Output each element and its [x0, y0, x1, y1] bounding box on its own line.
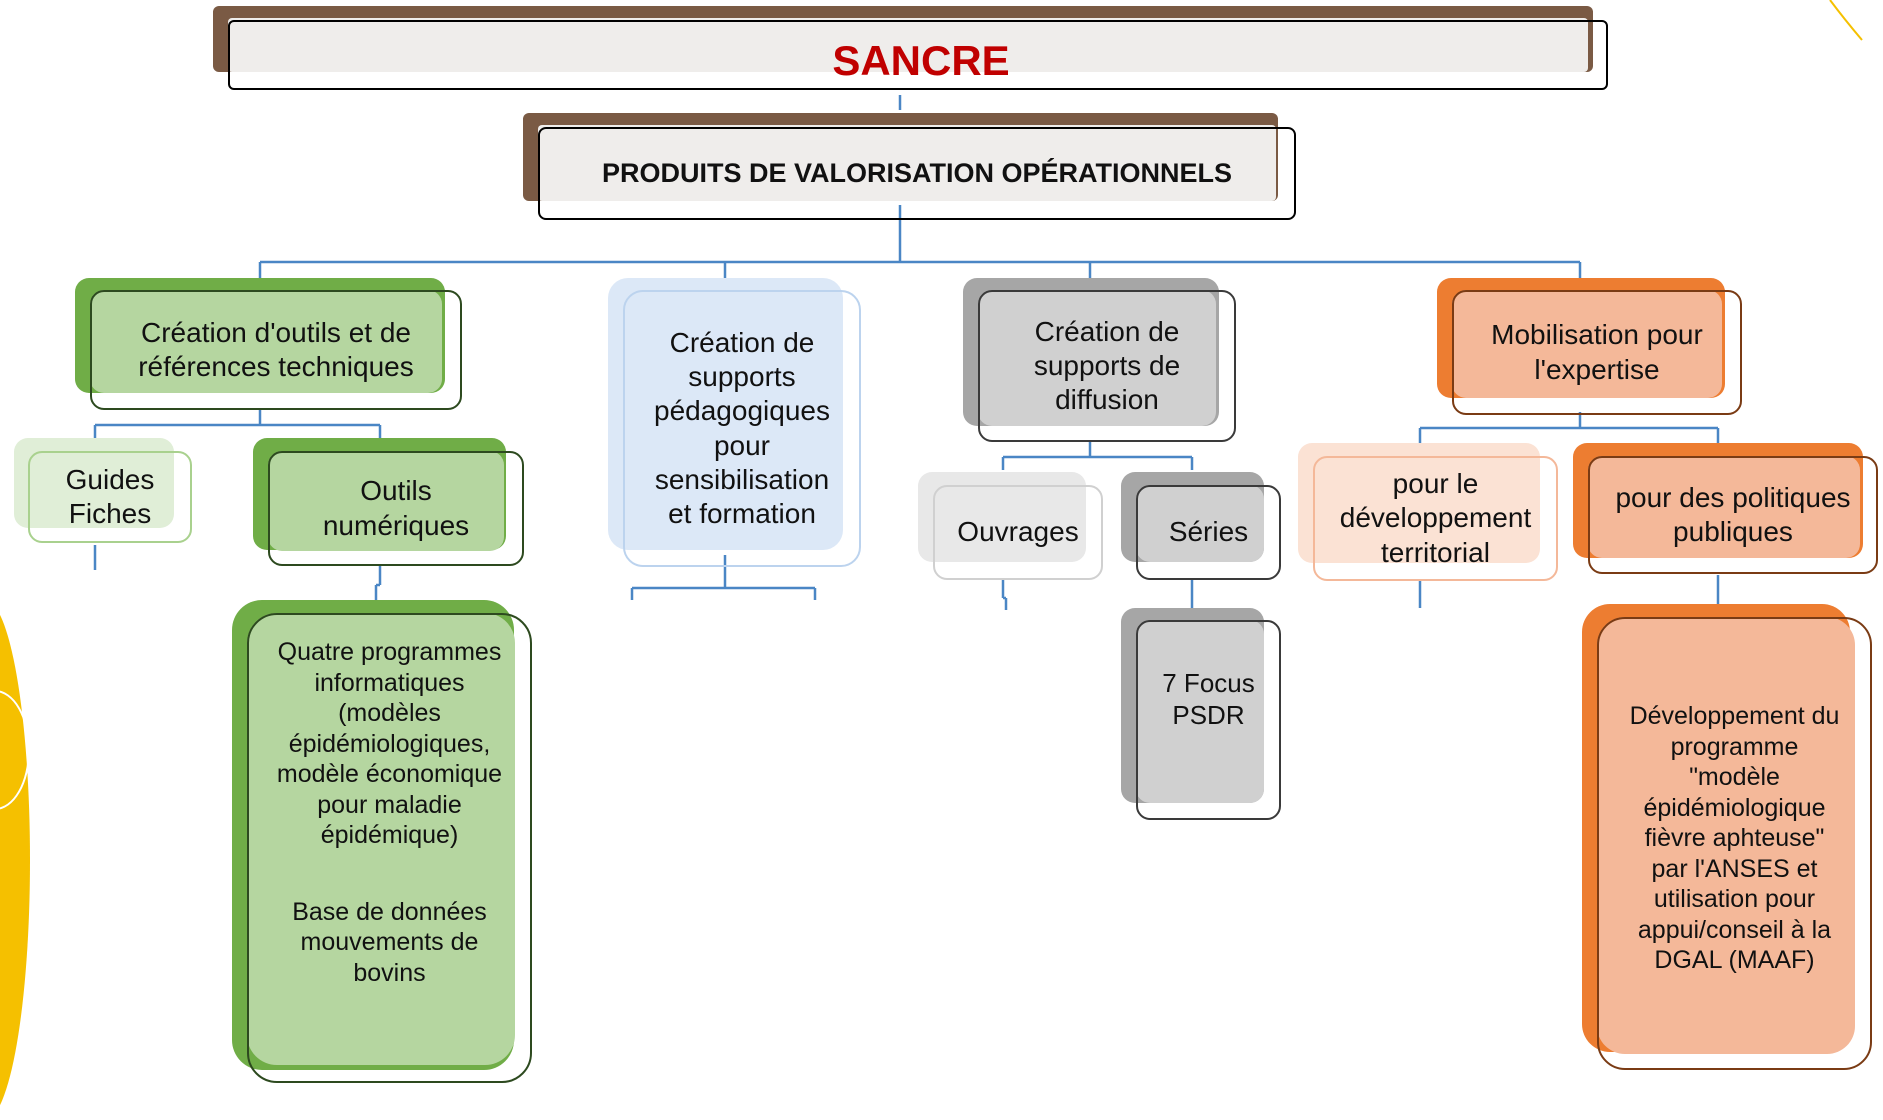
guides-node: Guides Fiches [28, 451, 192, 543]
tools-fill [90, 290, 442, 393]
database-text: Base de données mouvements de bovins [292, 897, 487, 987]
series-label: Séries [1168, 516, 1249, 548]
policies-label: pour des politiques publiques [1615, 481, 1851, 547]
focus-label: 7 Focus PSDR [1162, 668, 1255, 730]
numeric-fill [268, 451, 504, 551]
policies-fill [1588, 456, 1860, 558]
diffusion-fill [978, 290, 1216, 426]
tools-node: Création d'outils et de références techn… [90, 290, 462, 410]
subtitle: PRODUITS DE VALORISATION OPÉRATIONNELS [601, 158, 1233, 189]
programs-node: Quatre programmes informatiques (modèles… [247, 613, 532, 1083]
programs-fill [247, 613, 515, 1065]
expertise-label: Mobilisation pour l'expertise [1491, 319, 1703, 385]
guides-label: Guides Fiches [65, 463, 155, 529]
tools-label: Création d'outils et de références techn… [138, 316, 414, 382]
books-node: Ouvrages [933, 485, 1103, 580]
diffusion-node: Création de supports de diffusion [978, 290, 1236, 442]
anses-text: Développement du programme "modèle épidé… [1629, 702, 1840, 974]
teaching-label: Création de supports pédagogiques pour s… [654, 327, 830, 529]
series-node: Séries [1136, 485, 1281, 580]
diffusion-label: Création de supports de diffusion [1033, 315, 1181, 416]
numeric-node: Outils numériques [268, 451, 524, 566]
territorial-label: pour le développement territorial [1339, 468, 1532, 568]
title-fill [228, 18, 1588, 72]
subtitle-box: PRODUITS DE VALORISATION OPÉRATIONNELS [538, 127, 1296, 220]
expertise-node: Mobilisation pour l'expertise [1452, 290, 1742, 415]
teaching-node: Création de supports pédagogiques pour s… [623, 290, 861, 567]
connector-lines [93, 95, 1720, 620]
territorial-shadow [1298, 443, 1540, 563]
teaching-shadow [608, 278, 843, 550]
decorative-yellow-line [1829, 0, 1863, 41]
focus-fill [1136, 620, 1264, 803]
books-label: Ouvrages [957, 516, 1079, 548]
territorial-node: pour le développement territorial [1313, 456, 1558, 581]
page-title: SANCRE [832, 36, 1010, 84]
title-box: SANCRE [228, 20, 1608, 90]
expertise-fill [1452, 290, 1722, 398]
focus-node: 7 Focus PSDR [1136, 620, 1281, 820]
programs-text: Quatre programmes informatiques (modèles… [276, 638, 503, 849]
subtitle-fill [538, 125, 1276, 201]
series-fill [1136, 485, 1264, 562]
policies-node: pour des politiques publiques [1588, 456, 1878, 574]
anses-node: Développement du programme "modèle épidé… [1597, 617, 1872, 1070]
numeric-label: Outils numériques [322, 475, 470, 541]
anses-fill [1597, 617, 1855, 1054]
